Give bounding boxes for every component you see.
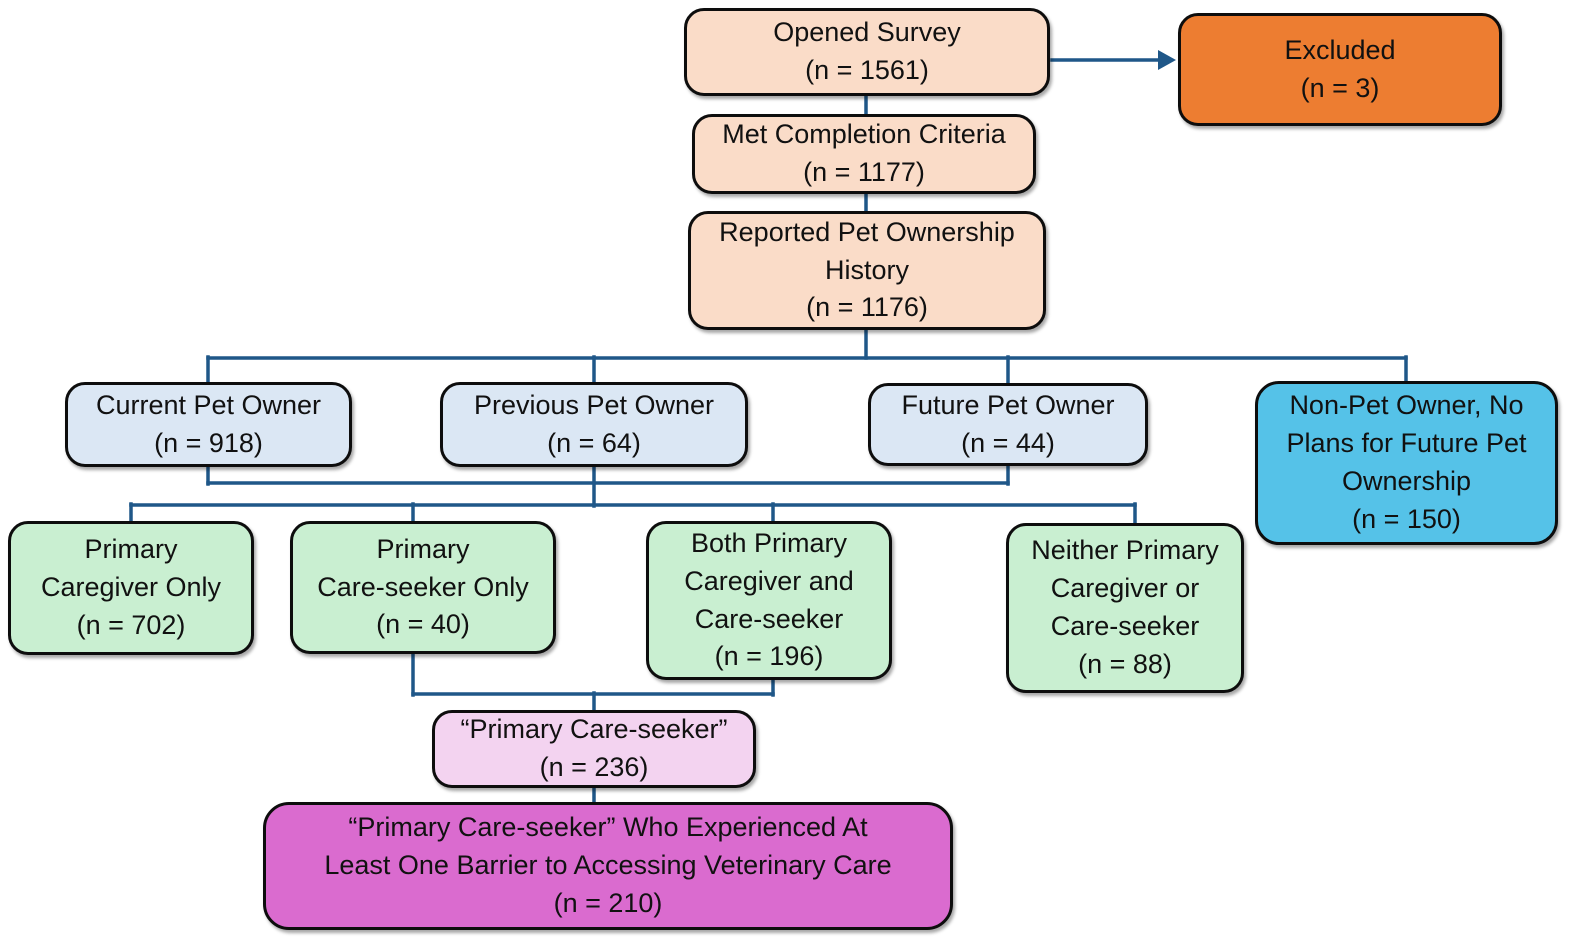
node-text: “Primary Care-seeker” Who Experienced At… bbox=[324, 812, 892, 918]
node-text: Excluded (n = 3) bbox=[1284, 34, 1396, 103]
node-text: Primary Care-seeker Only (n = 40) bbox=[317, 533, 529, 640]
node-reported-pet-ownership-history: Reported Pet Ownership History (n = 1176… bbox=[688, 211, 1046, 330]
node-opened-survey: Opened Survey (n = 1561) bbox=[684, 8, 1050, 96]
node-text: Primary Caregiver Only (n = 702) bbox=[40, 534, 222, 640]
node-met-completion-criteria: Met Completion Criteria (n = 1177) bbox=[692, 114, 1036, 194]
node-previous-pet-owner: Previous Pet Owner (n = 64) bbox=[440, 382, 748, 467]
node-text: Met Completion Criteria (n = 1177) bbox=[722, 119, 1006, 187]
node-neither-caregiver-or-careseeker: Neither Primary Caregiver or Care-seeker… bbox=[1006, 523, 1244, 693]
node-primary-caregiver-only: Primary Caregiver Only (n = 702) bbox=[8, 521, 254, 655]
node-excluded: Excluded (n = 3) bbox=[1178, 13, 1502, 126]
node-current-pet-owner: Current Pet Owner (n = 918) bbox=[65, 382, 352, 467]
node-text: Opened Survey (n = 1561) bbox=[773, 17, 961, 85]
node-text: Both Primary Caregiver and Care-seeker (… bbox=[684, 527, 854, 672]
node-future-pet-owner: Future Pet Owner (n = 44) bbox=[868, 383, 1148, 466]
node-text: Neither Primary Caregiver or Care-seeker… bbox=[1031, 535, 1219, 679]
arrowhead bbox=[1158, 50, 1176, 70]
node-text: Non-Pet Owner, No Plans for Future Pet O… bbox=[1286, 390, 1527, 534]
node-text: Future Pet Owner (n = 44) bbox=[901, 389, 1115, 458]
node-both-caregiver-and-careseeker: Both Primary Caregiver and Care-seeker (… bbox=[646, 521, 892, 680]
node-text: Previous Pet Owner (n = 64) bbox=[473, 389, 715, 458]
node-non-pet-owner: Non-Pet Owner, No Plans for Future Pet O… bbox=[1255, 381, 1558, 545]
node-text: “Primary Care-seeker” (n = 236) bbox=[460, 714, 728, 782]
node-text: Reported Pet Ownership History (n = 1176… bbox=[719, 216, 1015, 323]
node-text: Current Pet Owner (n = 918) bbox=[95, 389, 322, 458]
node-careseeker-with-barrier: “Primary Care-seeker” Who Experienced At… bbox=[263, 802, 953, 930]
node-primary-careseeker-only: Primary Care-seeker Only (n = 40) bbox=[290, 521, 556, 654]
node-primary-careseeker: “Primary Care-seeker” (n = 236) bbox=[432, 710, 756, 788]
